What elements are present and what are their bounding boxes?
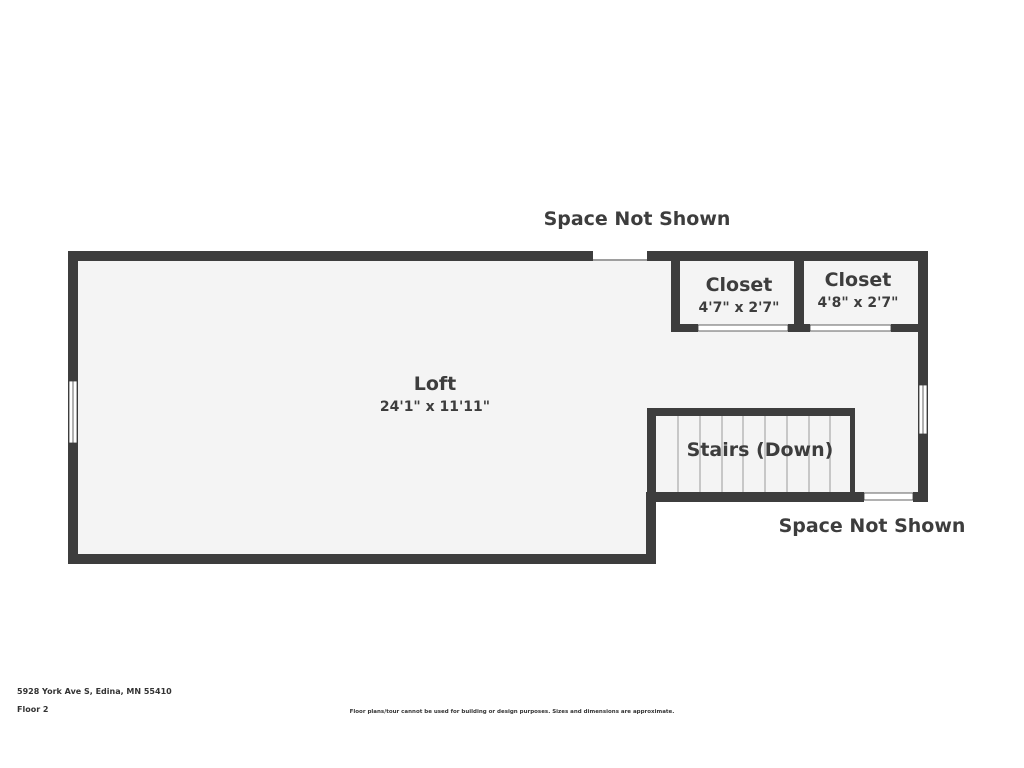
top-opening xyxy=(593,251,647,261)
floor-label: Floor 2 xyxy=(17,705,49,714)
closet-walls xyxy=(671,256,921,332)
property-address: 5928 York Ave S, Edina, MN 55410 xyxy=(17,687,172,696)
left-window xyxy=(68,380,78,444)
bottom-right-opening xyxy=(863,492,914,501)
loft-room-name: Loft xyxy=(414,373,457,395)
space-not-shown-top-label: Space Not Shown xyxy=(544,208,731,230)
stairs-walls xyxy=(647,408,855,497)
disclaimer-text: Floor plans/tour cannot be used for buil… xyxy=(349,709,675,715)
closet-1-dimensions: 4'7" x 2'7" xyxy=(699,300,780,316)
closet-1-name: Closet xyxy=(706,274,773,296)
right-window xyxy=(918,384,928,435)
floor-area xyxy=(73,256,923,559)
stair-treads xyxy=(677,416,831,492)
space-not-shown-right-label: Space Not Shown xyxy=(779,515,966,537)
closet-2-name: Closet xyxy=(825,269,892,291)
closet-2-dimensions: 4'8" x 2'7" xyxy=(818,295,899,311)
stairs-label: Stairs (Down) xyxy=(687,439,834,461)
closet-doors xyxy=(697,324,892,332)
loft-room-dimensions: 24'1" x 11'11" xyxy=(380,399,490,415)
